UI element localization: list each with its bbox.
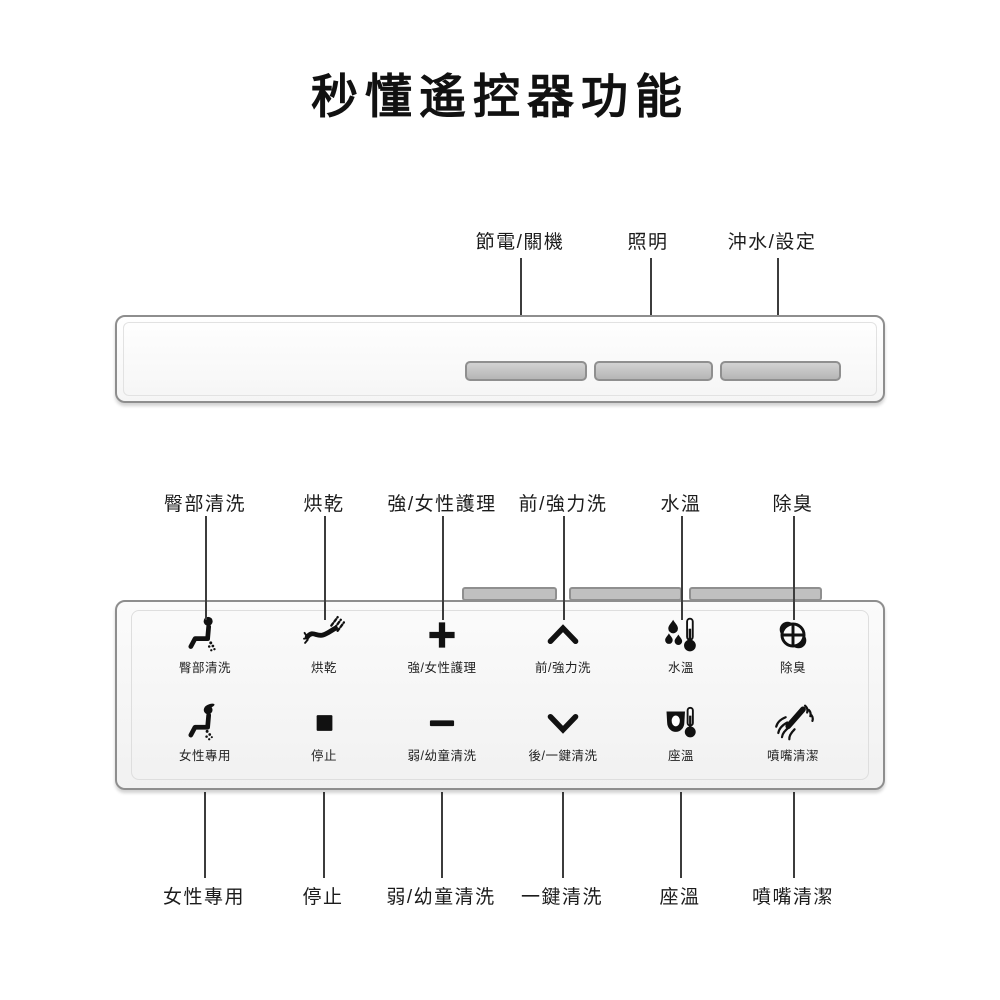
stop-icon (303, 702, 345, 744)
chevron-down-icon (542, 702, 584, 744)
button-strong-feminine-care[interactable]: 強/女性護理 (382, 614, 502, 686)
nozzle-clean-icon (772, 702, 814, 744)
leader-line (793, 516, 795, 620)
button-label: 後/一鍵清洗 (528, 749, 598, 763)
feminine-wash-icon (184, 702, 226, 744)
button-label: 烘乾 (310, 661, 337, 675)
remote-top-bar (115, 315, 885, 403)
button-label: 弱/幼童清洗 (407, 749, 477, 763)
partial-button (462, 587, 557, 601)
button-label: 除臭 (779, 661, 806, 675)
chevron-up-icon (542, 614, 584, 656)
remote-button-panel (115, 600, 885, 790)
leader-line (442, 516, 444, 620)
button-label: 水溫 (667, 661, 694, 675)
button-feminine-wash[interactable]: 女性專用 (145, 702, 265, 774)
leader-line (563, 516, 565, 620)
callout-flush-settings: 沖水/設定 (727, 232, 817, 253)
plus-icon (421, 614, 463, 656)
rear-wash-icon (184, 614, 226, 656)
button-front-strong-wash[interactable]: 前/強力洗 (503, 614, 623, 686)
leader-line (681, 516, 683, 620)
button-nozzle-clean[interactable]: 噴嘴清潔 (733, 702, 853, 774)
light-button[interactable] (594, 361, 713, 381)
callout-deodorize: 除臭 (772, 494, 814, 515)
leader-line (777, 258, 779, 355)
button-label: 噴嘴清潔 (766, 749, 819, 763)
callout-strong-feminine-care: 強/女性護理 (387, 494, 497, 515)
bar-inner-outline (123, 322, 877, 396)
button-label: 強/女性護理 (407, 661, 477, 675)
callout-nozzle-clean: 噴嘴清潔 (751, 887, 834, 908)
panel-inner-outline (131, 610, 869, 780)
leader-line (520, 258, 522, 355)
flush-settings-button[interactable] (720, 361, 841, 381)
callout-weak-child-wash: 弱/幼童清洗 (386, 887, 496, 908)
minus-icon (421, 702, 463, 744)
leader-line (204, 792, 206, 878)
button-deodorize[interactable]: 除臭 (733, 614, 853, 686)
leader-line (793, 792, 795, 878)
partial-button (569, 587, 682, 601)
leader-line (441, 792, 443, 878)
button-label: 女性專用 (178, 749, 231, 763)
button-weak-child-wash[interactable]: 弱/幼童清洗 (382, 702, 502, 774)
button-dry[interactable]: 烘乾 (264, 614, 384, 686)
button-water-temp[interactable]: 水溫 (621, 614, 741, 686)
power-save-button[interactable] (465, 361, 587, 381)
button-seat-temp[interactable]: 座溫 (621, 702, 741, 774)
leader-line (324, 516, 326, 620)
seat-temp-icon (660, 702, 702, 744)
button-label: 臀部清洗 (178, 661, 231, 675)
leader-line (650, 258, 652, 355)
callout-light: 照明 (627, 232, 669, 253)
callout-rear-wash: 臀部清洗 (163, 494, 246, 515)
page-title: 秒懂遙控器功能 (311, 70, 689, 123)
callout-water-temp: 水溫 (660, 494, 702, 515)
button-stop[interactable]: 停止 (264, 702, 384, 774)
leader-line (680, 792, 682, 878)
callout-power-save: 節電/關機 (475, 232, 565, 253)
button-label: 前/強力洗 (535, 661, 591, 675)
callout-stop: 停止 (302, 887, 344, 908)
water-temp-icon (660, 614, 702, 656)
fan-icon (772, 614, 814, 656)
button-label: 座溫 (667, 749, 694, 763)
callout-feminine-wash: 女性專用 (162, 887, 245, 908)
leader-line (323, 792, 325, 878)
button-rear-wash[interactable]: 臀部清洗 (145, 614, 265, 686)
callout-seat-temp: 座溫 (659, 887, 701, 908)
callout-one-key-wash: 一鍵清洗 (520, 887, 603, 908)
partial-button (689, 587, 822, 601)
leader-line (562, 792, 564, 878)
leader-line (205, 516, 207, 620)
callout-dry: 烘乾 (303, 494, 345, 515)
button-rear-one-key-wash[interactable]: 後/一鍵清洗 (503, 702, 623, 774)
dry-icon (303, 614, 345, 656)
button-label: 停止 (310, 749, 337, 763)
callout-front-strong-wash: 前/強力洗 (518, 494, 608, 515)
